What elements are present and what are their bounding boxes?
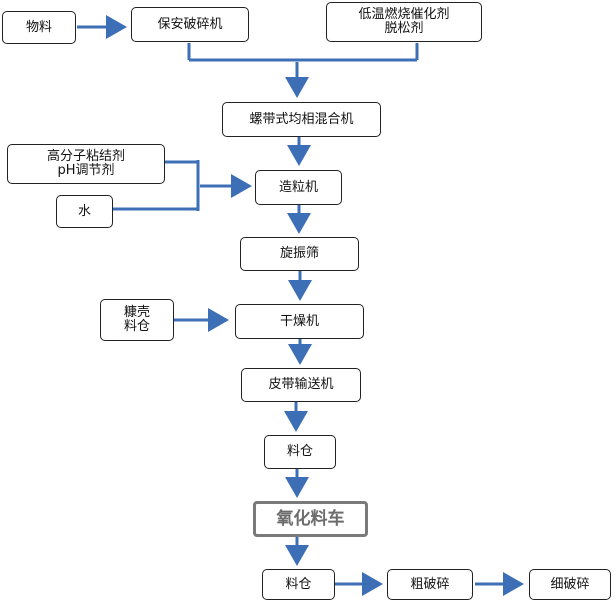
fine-crush-label: 细破碎	[550, 576, 590, 592]
catalyst-box: 低温燃烧催化剂 脱松剂	[326, 2, 482, 42]
dryer-box: 干燥机	[235, 304, 364, 339]
mixer-box: 螺带式均相混合机	[222, 102, 381, 137]
silo-box: 料仓	[264, 435, 336, 469]
dryer-label: 干燥机	[279, 313, 319, 329]
sieve-box: 旋振筛	[240, 237, 359, 271]
husk-silo-box: 糠壳 料仓	[100, 299, 174, 341]
material-label: 物料	[25, 19, 52, 35]
fine-crush-box: 细破碎	[529, 569, 611, 600]
water-label: 水	[77, 203, 91, 219]
mixer-label: 螺带式均相混合机	[249, 111, 354, 127]
binder-box: 高分子粘结剂 pH调节剂	[7, 144, 165, 184]
silo2-box: 料仓	[262, 569, 335, 600]
conveyor-box: 皮带输送机	[241, 368, 361, 402]
silo-label: 料仓	[286, 444, 313, 459]
coarse-crush-box: 粗破碎	[387, 569, 473, 600]
granulator-label: 造粒机	[278, 179, 318, 195]
catalyst-label-line2: 脱松剂	[384, 21, 424, 36]
conveyor-label: 皮带输送机	[268, 377, 334, 392]
water-box: 水	[56, 195, 113, 228]
silo2-label: 料仓	[285, 576, 312, 592]
husk-silo-label-line2: 料仓	[123, 319, 150, 334]
material-box: 物料	[2, 11, 76, 44]
coarse-crush-label: 粗破碎	[410, 576, 450, 592]
catalyst-label-line1: 低温燃烧催化剂	[358, 7, 450, 22]
oxidation-car-label: 氧化料车	[276, 509, 345, 529]
granulator-box: 造粒机	[255, 170, 342, 205]
crusher-box: 保安破碎机	[131, 7, 249, 42]
sieve-label: 旋振筛	[279, 246, 319, 261]
crusher-label: 保安破碎机	[157, 16, 223, 32]
binder-label-line2: pH调节剂	[57, 163, 115, 178]
husk-silo-label-line1: 糠壳	[123, 305, 150, 320]
binder-label-line1: 高分子粘结剂	[46, 149, 125, 164]
oxidation-car-box: 氧化料车	[253, 501, 368, 537]
